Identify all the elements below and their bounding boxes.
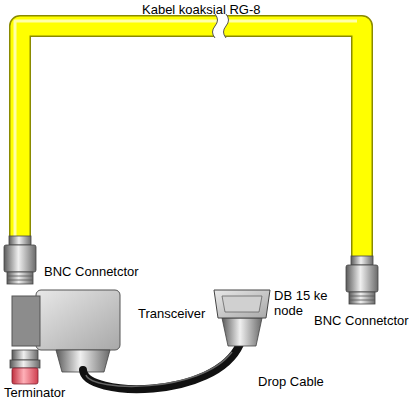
- db15-connector: [214, 290, 270, 346]
- cable-label: Kabel koaksial RG-8: [142, 2, 261, 17]
- part-label: BNC Connetctor: [314, 313, 409, 328]
- bnc-connector: [4, 236, 36, 284]
- coax-cable: [15, 14, 362, 258]
- terminator: [10, 350, 40, 384]
- part-label: Transceiver: [138, 306, 205, 321]
- part-label: DB 15 ke node: [274, 288, 328, 318]
- bnc-connector: [346, 256, 378, 304]
- part-label: BNC Connetctor: [44, 264, 139, 279]
- part-label: Drop Cable: [258, 374, 324, 389]
- part-label: Terminator: [4, 385, 65, 400]
- drop-cable: [83, 344, 240, 389]
